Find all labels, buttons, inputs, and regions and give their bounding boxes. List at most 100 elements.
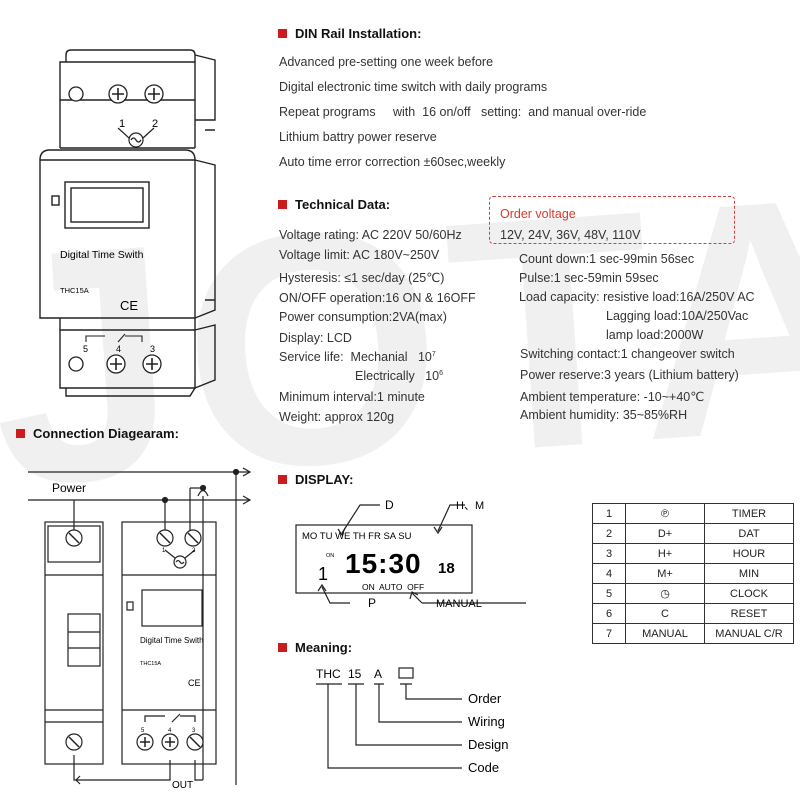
din-heading: DIN Rail Installation:	[278, 26, 421, 41]
code-part-thc: THC	[316, 667, 341, 681]
lcd-mode: ON AUTO OFF	[362, 582, 424, 592]
diagram-terminal-5: 5	[141, 728, 145, 734]
tech-left-line: Display: LCD	[279, 331, 352, 345]
tech-right-line: Load capacity: resistive load:16A/250V A…	[519, 290, 755, 304]
out-label: OUT	[172, 780, 193, 791]
meaning-code: Code	[468, 760, 499, 775]
tech-left-line: Hysteresis: ≤1 sec/day (25℃)	[279, 271, 445, 285]
meaning-order: Order	[468, 691, 502, 706]
keys-table-row: 5◷CLOCK	[592, 583, 794, 604]
keys-table-row: 1℗TIMER	[592, 503, 794, 524]
key-number: 1	[592, 503, 626, 524]
callout-hm: H、M	[456, 500, 484, 512]
key-function: CLOCK	[704, 583, 794, 604]
power-label: Power	[52, 481, 86, 495]
lcd-time: 15:30	[345, 548, 422, 579]
key-function: DAT	[704, 523, 794, 544]
diagram-terminal-1: 1	[162, 548, 166, 554]
meaning-diagram: THC 15 A Order Wiring Design Code	[316, 667, 508, 775]
order-voltage-title: Order voltage	[500, 207, 576, 221]
diagram-device-label: Digital Time Swith	[140, 636, 204, 645]
din-line: Auto time error correction ±60sec,weekly	[279, 155, 506, 169]
meaning-design: Design	[468, 737, 508, 752]
bottom-terminal-4: 4	[116, 344, 121, 354]
order-voltage-values: 12V, 24V, 36V, 48V, 110V	[500, 228, 641, 242]
tech-left-line: Voltage limit: AC 180V~250V	[279, 248, 440, 262]
diagram-terminal-3: 3	[192, 728, 196, 734]
lcd-days: MO TU WE TH FR SA SU	[302, 531, 412, 542]
key-number: 7	[592, 623, 626, 644]
lcd-seconds: 18	[438, 560, 455, 577]
tech-left-line: Service life: Mechanial 107	[279, 350, 436, 364]
diagram-terminal-4: 4	[168, 728, 172, 734]
tech-left-line: Power consumption:2VA(max)	[279, 310, 447, 324]
order-voltage-box	[489, 196, 735, 244]
connection-diagram: Power OUT Digital Time Swith THC15A CE 1…	[28, 467, 252, 791]
display-heading: DISPLAY:	[278, 472, 354, 487]
callout-d: D	[385, 498, 394, 512]
code-part-a: A	[374, 667, 382, 681]
tech-heading: Technical Data:	[278, 197, 390, 212]
din-line: Digital electronic time switch with dail…	[279, 80, 548, 94]
tech-right-line: Ambient humidity: 35~85%RH	[520, 408, 688, 422]
key-symbol: H+	[625, 543, 705, 564]
device-model: THC15A	[60, 286, 89, 295]
key-number: 2	[592, 523, 626, 544]
meaning-wiring: Wiring	[468, 714, 505, 729]
bottom-terminal-3: 3	[150, 344, 155, 354]
key-number: 3	[592, 543, 626, 564]
lcd-program: 1	[318, 564, 328, 584]
key-number: 4	[592, 563, 626, 584]
key-symbol: M+	[625, 563, 705, 584]
din-line: Lithium battry power reserve	[279, 130, 437, 144]
tech-right-line: Switching contact:1 changeover switch	[520, 347, 735, 361]
meaning-heading: Meaning:	[278, 640, 352, 655]
tech-left-line: ON/OFF operation:16 ON & 16OFF	[279, 291, 476, 305]
key-number: 6	[592, 603, 626, 624]
key-symbol: MANUAL	[625, 623, 705, 644]
callout-p: P	[368, 596, 376, 610]
key-symbol: D+	[625, 523, 705, 544]
tech-left-line: Weight: approx 120g	[279, 410, 395, 424]
tech-right-line: Power reserve:3 years (Lithium battery)	[520, 368, 739, 382]
key-function: MIN	[704, 563, 794, 584]
diagram-ce-mark: CE	[188, 678, 201, 688]
din-line: Advanced pre-setting one week before	[279, 55, 494, 69]
key-number: 5	[592, 583, 626, 604]
tech-right-line: Pulse:1 sec-59min 59sec	[519, 271, 659, 285]
tech-right-line: Count down:1 sec-99min 56sec	[519, 252, 695, 266]
device-drawing: 1 2 5 4 3 Digital Time Swith THC15A CE	[39, 49, 216, 397]
callout-manual: MANUAL	[436, 598, 482, 610]
tech-left-line: Minimum interval:1 minute	[279, 390, 425, 404]
tech-left-line: Electrically 106	[355, 369, 443, 383]
ce-mark: CE	[120, 298, 138, 313]
key-symbol: ℗	[625, 503, 705, 524]
tech-right-line: Lagging load:10A/250Vac	[606, 309, 749, 323]
bottom-terminal-5: 5	[83, 344, 88, 354]
connection-heading: Connection Diagearam:	[16, 426, 179, 441]
lcd-display: D H、M P MANUAL MO TU WE TH FR SA SU 15:3…	[295, 498, 526, 610]
key-symbol: C	[625, 603, 705, 624]
diagram-terminal-2: 2	[192, 548, 196, 554]
top-terminal-1: 1	[119, 118, 125, 130]
tech-right-line: lamp load:2000W	[606, 328, 704, 342]
key-function: MANUAL C/R	[704, 623, 794, 644]
diagram-device-model: THC15A	[140, 661, 161, 667]
tech-right-line: Ambient temperature: -10~+40℃	[520, 390, 705, 404]
key-symbol: ◷	[625, 583, 705, 604]
key-function: HOUR	[704, 543, 794, 564]
top-terminal-2: 2	[152, 118, 158, 130]
device-label: Digital Time Swith	[60, 249, 144, 261]
lcd-on-indicator: ON	[326, 553, 334, 559]
din-line: Repeat programs with 16 on/off setting: …	[279, 105, 647, 119]
code-part-15: 15	[348, 667, 362, 681]
key-function: RESET	[704, 603, 794, 624]
tech-left-line: Voltage rating: AC 220V 50/60Hz	[279, 228, 462, 242]
key-function: TIMER	[704, 503, 794, 524]
